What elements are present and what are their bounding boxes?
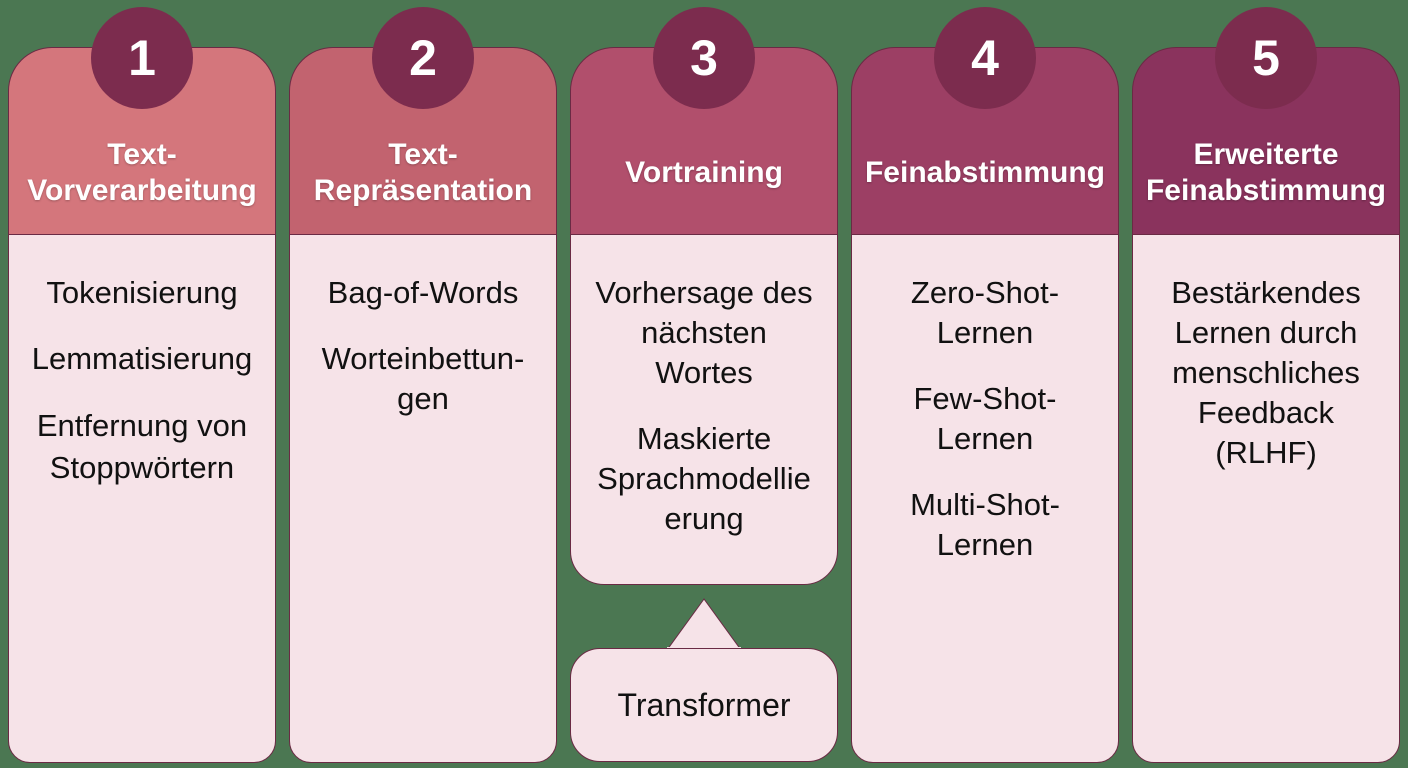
- list-item: Few-Shot- Lernen: [913, 381, 1057, 456]
- list-item: Bag-of-Words: [327, 275, 519, 310]
- card-body: Tokenisierung Lemmatisierung Entfernung …: [8, 234, 276, 763]
- list-item: Entfernung von Stoppwörtern: [36, 408, 248, 485]
- list-item: Multi-Shot- Lernen: [910, 487, 1060, 562]
- step-badge: 4: [934, 7, 1036, 109]
- card-header: 1 Text- Vorverarbeitung: [8, 7, 276, 235]
- card-header: 4 Feinabstimmung: [851, 7, 1119, 235]
- card-body: Bag-of-Words Worteinbettun- gen: [289, 234, 557, 763]
- step-badge: 3: [653, 7, 755, 109]
- transformer-callout: Transformer: [570, 648, 838, 762]
- list-item: Bestärkendes Lernen durch menschliches F…: [1171, 275, 1361, 470]
- card-title: Feinabstimmung: [864, 155, 1105, 189]
- callout-pointer-icon: [667, 598, 741, 650]
- list-item: Worteinbettun- gen: [321, 341, 525, 416]
- list-item: Lemmatisierung: [31, 341, 253, 376]
- card-2: 2 Text- Repräsentation Bag-of-Words Wort…: [289, 7, 557, 763]
- card-5: 5 Erweiterte Feinabstimmung Bestärkendes…: [1132, 7, 1400, 763]
- list-item: Zero-Shot- Lernen: [910, 275, 1060, 350]
- card-body: Zero-Shot- Lernen Few-Shot- Lernen Multi…: [851, 234, 1119, 763]
- card-4: 4 Feinabstimmung Zero-Shot- Lernen Few-S…: [851, 7, 1119, 763]
- card-header: 3 Vortraining: [570, 7, 838, 235]
- card-header: 2 Text- Repräsentation: [289, 7, 557, 235]
- card-title: Text- Repräsentation: [313, 137, 533, 207]
- card-body: Vorhersage des nächsten Wortes Maskierte…: [570, 234, 838, 585]
- card-3: 3 Vortraining Vorhersage des nächsten Wo…: [570, 7, 838, 762]
- card-body: Bestärkendes Lernen durch menschliches F…: [1132, 234, 1400, 763]
- step-badge: 1: [91, 7, 193, 109]
- step-badge: 2: [372, 7, 474, 109]
- card-title: Erweiterte Feinabstimmung: [1145, 137, 1386, 207]
- step-badge: 5: [1215, 7, 1317, 109]
- list-item: Vorhersage des nächsten Wortes: [595, 275, 813, 390]
- card-title: Text- Vorverarbeitung: [27, 137, 257, 207]
- list-item: Maskierte Sprachmodellie erung: [597, 421, 811, 536]
- list-item: Tokenisierung: [46, 275, 238, 310]
- card-header: 5 Erweiterte Feinabstimmung: [1132, 7, 1400, 235]
- card-title: Vortraining: [625, 155, 783, 189]
- card-1: 1 Text- Vorverarbeitung Tokenisierung Le…: [8, 7, 276, 763]
